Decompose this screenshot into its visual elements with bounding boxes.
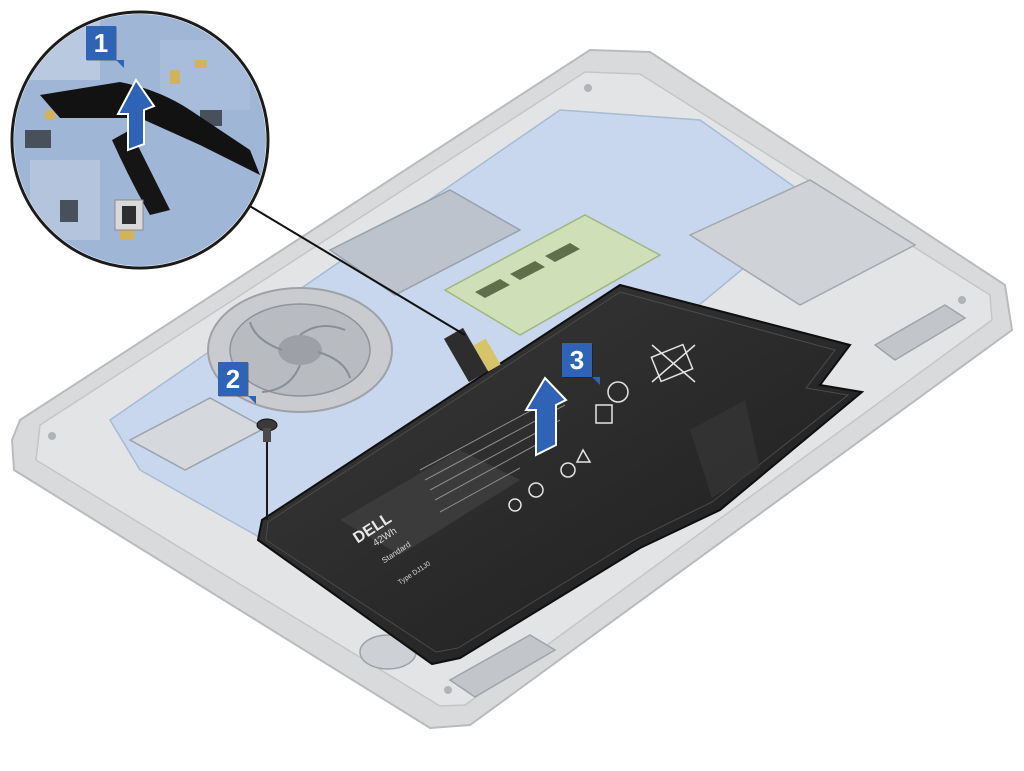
speaker-left bbox=[448, 634, 557, 698]
battery-pack bbox=[256, 283, 865, 666]
callout-leader-line bbox=[247, 204, 466, 336]
step-2-badge: 2 bbox=[218, 362, 256, 404]
speaker-right bbox=[873, 304, 967, 361]
battery-cable-connector bbox=[443, 327, 501, 383]
memory-chips bbox=[475, 243, 580, 298]
disconnect-arrow-icon bbox=[116, 78, 156, 152]
battery-label-panel bbox=[340, 450, 520, 555]
memory-module bbox=[443, 214, 662, 336]
regulatory-icons bbox=[508, 343, 696, 512]
step-1-badge: 1 bbox=[86, 26, 124, 68]
captive-screw bbox=[256, 418, 278, 520]
chassis-screws bbox=[48, 84, 966, 694]
ssd-shield bbox=[688, 179, 917, 306]
lift-arrow-icon bbox=[524, 376, 568, 457]
zoom-callout bbox=[10, 10, 270, 270]
cooling-fan bbox=[207, 287, 393, 413]
battery-tape bbox=[690, 400, 760, 498]
step-3-badge: 3 bbox=[562, 343, 600, 385]
